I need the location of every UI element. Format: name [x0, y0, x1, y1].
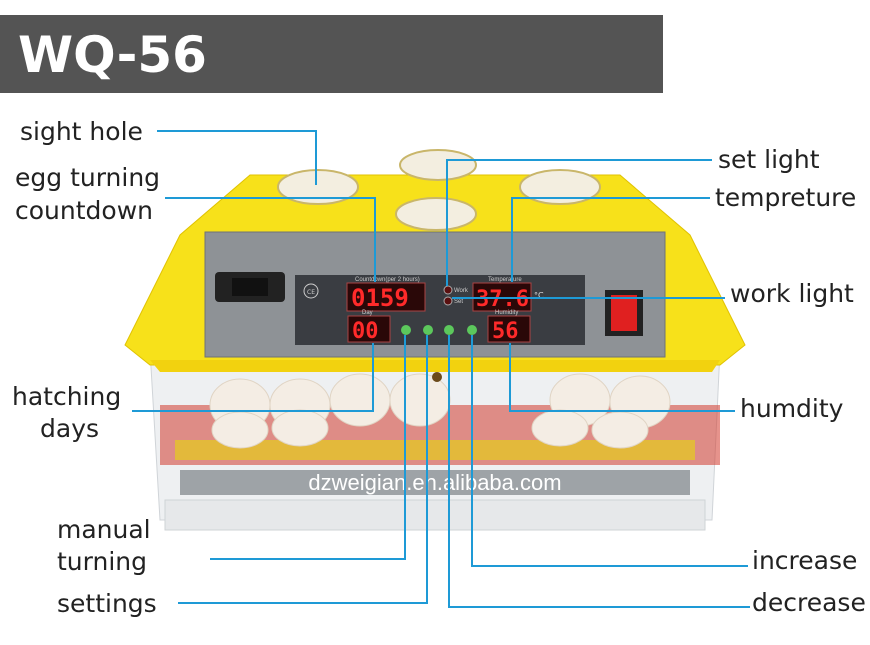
decrease-button[interactable] — [444, 325, 454, 335]
countdown-display: 0159 — [351, 284, 409, 312]
day-caption: Day — [362, 310, 373, 316]
humidity-caption: Humidity — [495, 310, 518, 316]
power-switch[interactable] — [611, 295, 637, 331]
sight-holes — [277, 149, 601, 231]
title: WQ-56 — [18, 26, 207, 84]
control-panel: CE Countdown(per 2 hours) 0159 Temperatu… — [204, 231, 666, 382]
label-countdown: countdown — [15, 196, 153, 225]
vent-hole — [432, 372, 442, 382]
label-days: days — [40, 414, 99, 443]
label-humidity: humdity — [740, 394, 844, 423]
label-settings: settings — [57, 589, 157, 618]
label-turning: turning — [57, 547, 147, 576]
label-temperature: tempreture — [715, 183, 856, 212]
set-light — [443, 296, 453, 306]
days-display: 00 — [352, 319, 379, 344]
temperature-caption: Temperature — [488, 277, 522, 283]
callout-lines — [132, 130, 750, 608]
temperature-display: 37.6 — [476, 287, 529, 312]
label-egg-turning: egg turning — [15, 163, 160, 192]
temperature-unit: °C — [534, 291, 544, 300]
label-hatching: hatching — [12, 382, 121, 411]
settings-button[interactable] — [423, 325, 433, 335]
work-light — [443, 285, 453, 295]
label-work-light: work light — [730, 279, 854, 308]
countdown-caption: Countdown(per 2 hours) — [355, 277, 420, 283]
watermark: dzweigian.en.alibaba.com — [308, 470, 561, 495]
humidity-display: 56 — [492, 319, 519, 344]
label-set-light: set light — [718, 145, 820, 174]
incubator-body — [149, 349, 721, 531]
ce-text: CE — [307, 289, 315, 296]
increase-button[interactable] — [467, 325, 477, 335]
ce-mark — [303, 283, 319, 299]
label-manual: manual — [57, 515, 151, 544]
set-text: Set — [454, 299, 463, 305]
title-bar — [0, 15, 663, 93]
manual-turning-button[interactable] — [401, 325, 411, 335]
label-sight-hole: sight hole — [20, 117, 143, 146]
work-text: Work — [454, 288, 469, 294]
label-increase: increase — [752, 546, 857, 575]
label-decrease: decrease — [752, 588, 866, 617]
